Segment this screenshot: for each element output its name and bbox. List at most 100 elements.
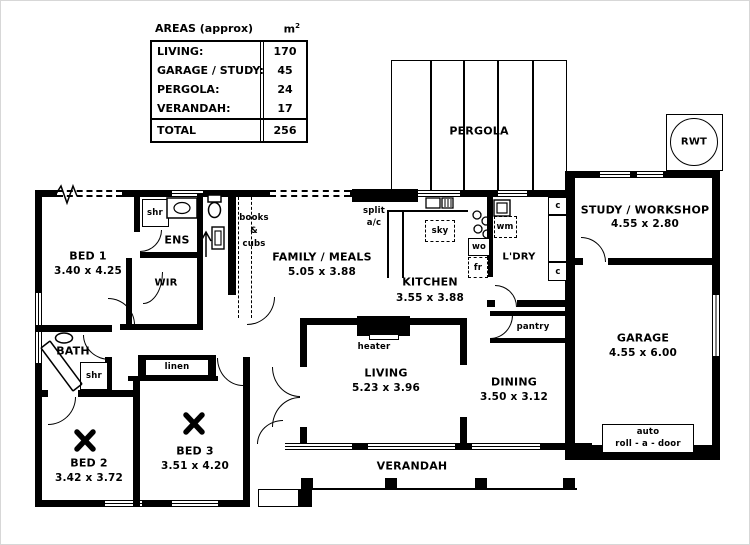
books-label-2: & bbox=[250, 226, 258, 236]
books-label-1: books bbox=[239, 213, 269, 223]
shr-bath-label: shr bbox=[86, 371, 102, 381]
door-arc-laundry bbox=[495, 285, 517, 307]
window bbox=[472, 443, 540, 450]
areas-row-garage-study: GARAGE / STUDY: 45 bbox=[157, 63, 293, 77]
window bbox=[105, 500, 142, 507]
cupboard-bottom-label: c bbox=[555, 267, 561, 277]
bed3-dims: 3.51 x 4.20 bbox=[160, 460, 230, 472]
pergola-slat bbox=[430, 60, 432, 193]
family-dims: 5.05 x 3.88 bbox=[287, 266, 357, 278]
areas-row-pergola: PERGOLA: 24 bbox=[157, 82, 293, 96]
wall bbox=[575, 258, 583, 265]
rwt-tank bbox=[670, 118, 718, 166]
heater-unit bbox=[357, 316, 410, 336]
window bbox=[637, 171, 663, 178]
door-arc-bed2 bbox=[48, 397, 76, 425]
door-arc-bed3 bbox=[217, 358, 243, 386]
areas-unit: m2 bbox=[283, 22, 300, 36]
toilet-bowl-icon bbox=[207, 201, 222, 219]
wall bbox=[487, 300, 495, 307]
split-ac-label-2: a/c bbox=[366, 218, 382, 228]
wall bbox=[300, 325, 307, 367]
wall bbox=[490, 311, 567, 316]
wall bbox=[142, 500, 172, 507]
wall bbox=[35, 500, 105, 507]
wall bbox=[410, 318, 467, 325]
garage-label: GARAGE bbox=[616, 331, 670, 345]
wall bbox=[122, 190, 172, 197]
wall bbox=[527, 190, 572, 197]
laundry-trough-icon bbox=[493, 199, 511, 217]
window bbox=[368, 443, 455, 450]
door-arc-verandah bbox=[257, 420, 283, 444]
ens-label: ENS bbox=[164, 233, 190, 247]
window bbox=[712, 295, 720, 356]
wall bbox=[133, 381, 140, 507]
wall bbox=[35, 325, 42, 332]
pergola-slat bbox=[497, 60, 499, 193]
wall bbox=[42, 390, 48, 397]
wall bbox=[663, 171, 720, 178]
wall bbox=[517, 300, 568, 307]
bath-label: BATH bbox=[56, 344, 90, 358]
wall bbox=[300, 427, 307, 450]
bed2-dims: 3.42 x 3.72 bbox=[54, 472, 124, 484]
window bbox=[35, 332, 42, 363]
wall bbox=[203, 190, 270, 197]
roll-a-door-box bbox=[602, 424, 694, 453]
wall bbox=[565, 178, 575, 460]
split-ac-unit bbox=[352, 189, 418, 202]
wall bbox=[350, 190, 353, 197]
verandah-post bbox=[475, 478, 487, 490]
shr-ens-label: shr bbox=[147, 208, 163, 218]
wall bbox=[630, 171, 637, 178]
wall bbox=[197, 193, 203, 330]
wall bbox=[712, 171, 720, 295]
laundry-trough-bowl bbox=[496, 202, 508, 214]
hotplate-icon bbox=[472, 210, 482, 220]
door-arc-hall-family bbox=[247, 297, 275, 325]
kitchen-dims: 3.55 x 3.88 bbox=[395, 292, 465, 304]
wall bbox=[300, 318, 358, 325]
door-arc-pantry bbox=[490, 315, 513, 339]
dashed-wall bbox=[57, 190, 122, 197]
pergola-slat bbox=[532, 60, 534, 193]
family-label: FAMILY / MEALS bbox=[272, 250, 372, 264]
shower-bath bbox=[80, 362, 108, 390]
wall bbox=[126, 258, 132, 330]
wall bbox=[78, 390, 140, 397]
bed1-label: BED 1 bbox=[69, 249, 107, 263]
wall bbox=[134, 197, 140, 232]
window bbox=[600, 171, 630, 178]
dining-label: DINING bbox=[491, 375, 537, 389]
verandah-post bbox=[563, 478, 575, 490]
wall-oven-box bbox=[468, 238, 490, 256]
window bbox=[285, 443, 352, 450]
bed3-label: BED 3 bbox=[176, 444, 214, 458]
window bbox=[172, 190, 203, 197]
wall bbox=[565, 171, 600, 178]
verandah-post bbox=[298, 489, 312, 507]
wall bbox=[352, 443, 368, 450]
wir-label: WIR bbox=[154, 277, 178, 289]
study-dims: 4.55 x 2.80 bbox=[610, 218, 680, 230]
skylight-box bbox=[425, 220, 455, 242]
wall bbox=[228, 197, 236, 295]
verandah-label: VERANDAH bbox=[376, 459, 448, 473]
cupboard-divider bbox=[548, 261, 567, 263]
sink-drainer-lines bbox=[444, 199, 452, 207]
split-ac-label-1: split bbox=[362, 206, 386, 216]
wall bbox=[460, 417, 467, 450]
pantry-label: pantry bbox=[516, 322, 550, 332]
areas-row-living: LIVING: 170 bbox=[157, 44, 297, 58]
hotplate-icon bbox=[473, 224, 483, 234]
wm-label: wm bbox=[496, 222, 514, 232]
wall bbox=[712, 356, 720, 460]
wall bbox=[128, 376, 218, 381]
pergola-label: PERGOLA bbox=[449, 124, 509, 138]
verandah-edge bbox=[307, 488, 577, 490]
books-label-3: cubs bbox=[242, 239, 266, 249]
kitchen-bench-edge bbox=[387, 210, 389, 278]
window bbox=[172, 500, 218, 507]
